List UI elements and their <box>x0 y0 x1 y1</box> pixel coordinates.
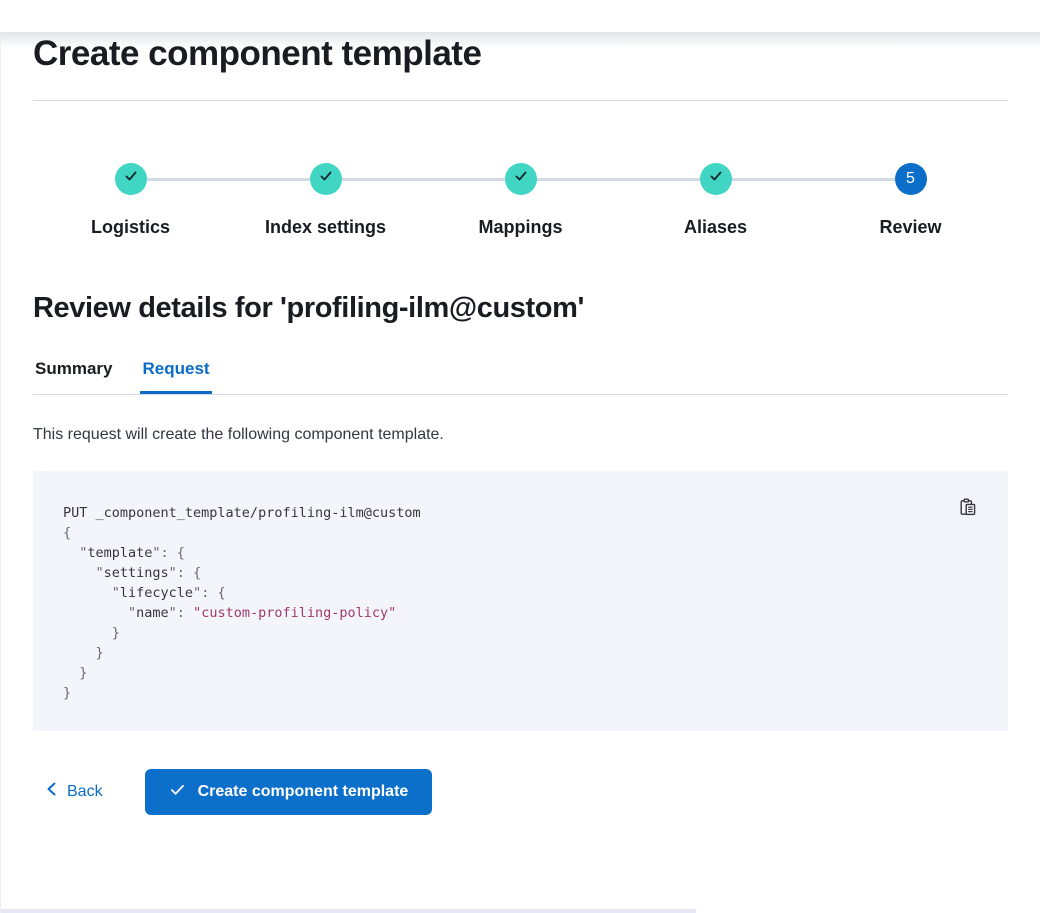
step-complete-indicator[interactable] <box>699 162 732 195</box>
step-complete-indicator[interactable] <box>114 162 147 195</box>
check-icon <box>708 168 724 189</box>
copy-clipboard-icon <box>958 497 978 520</box>
step-label: Logistics <box>90 216 170 237</box>
step-mappings[interactable]: Mappings <box>423 162 618 238</box>
code-block: PUT _component_template/profiling-ilm@cu… <box>33 470 1008 731</box>
check-icon <box>123 168 139 189</box>
header-divider <box>33 99 1008 101</box>
tab-request[interactable]: Request <box>140 359 212 394</box>
step-label: Index settings <box>264 216 387 237</box>
step-label: Review <box>879 216 942 237</box>
wizard-stepper: Logistics Index settings Mappings <box>33 162 1008 238</box>
bottom-edge-strip <box>1 909 696 913</box>
step-logistics[interactable]: Logistics <box>33 162 228 238</box>
tab-summary[interactable]: Summary <box>35 358 113 378</box>
copy-to-clipboard-button[interactable] <box>956 497 980 521</box>
review-tabs: Summary Request <box>33 359 1008 395</box>
back-button[interactable]: Back <box>45 781 103 802</box>
chevron-left-icon <box>45 781 58 802</box>
step-index-settings[interactable]: Index settings <box>228 162 423 238</box>
step-review[interactable]: 5 Review <box>813 162 1008 238</box>
step-current-indicator[interactable]: 5 <box>894 162 927 195</box>
step-complete-indicator[interactable] <box>309 162 342 195</box>
request-description: This request will create the following c… <box>33 425 444 443</box>
page-title: Create component template <box>33 34 482 73</box>
step-number: 5 <box>906 169 915 187</box>
step-aliases[interactable]: Aliases <box>618 162 813 238</box>
create-component-template-button[interactable]: Create component template <box>144 768 433 815</box>
step-complete-indicator[interactable] <box>504 162 537 195</box>
review-heading: Review details for 'profiling-ilm@custom… <box>33 291 584 324</box>
back-button-label: Back <box>67 782 103 800</box>
step-label: Aliases <box>683 216 748 237</box>
request-code: PUT _component_template/profiling-ilm@cu… <box>63 504 421 701</box>
step-label: Mappings <box>478 216 563 237</box>
footer-actions: Back Create component template <box>33 768 1008 815</box>
check-icon <box>169 781 186 803</box>
create-button-label: Create component template <box>197 782 409 800</box>
create-component-template-page: Create component template Logistics Inde… <box>1 32 1040 815</box>
check-icon <box>513 168 529 189</box>
check-icon <box>318 168 334 189</box>
